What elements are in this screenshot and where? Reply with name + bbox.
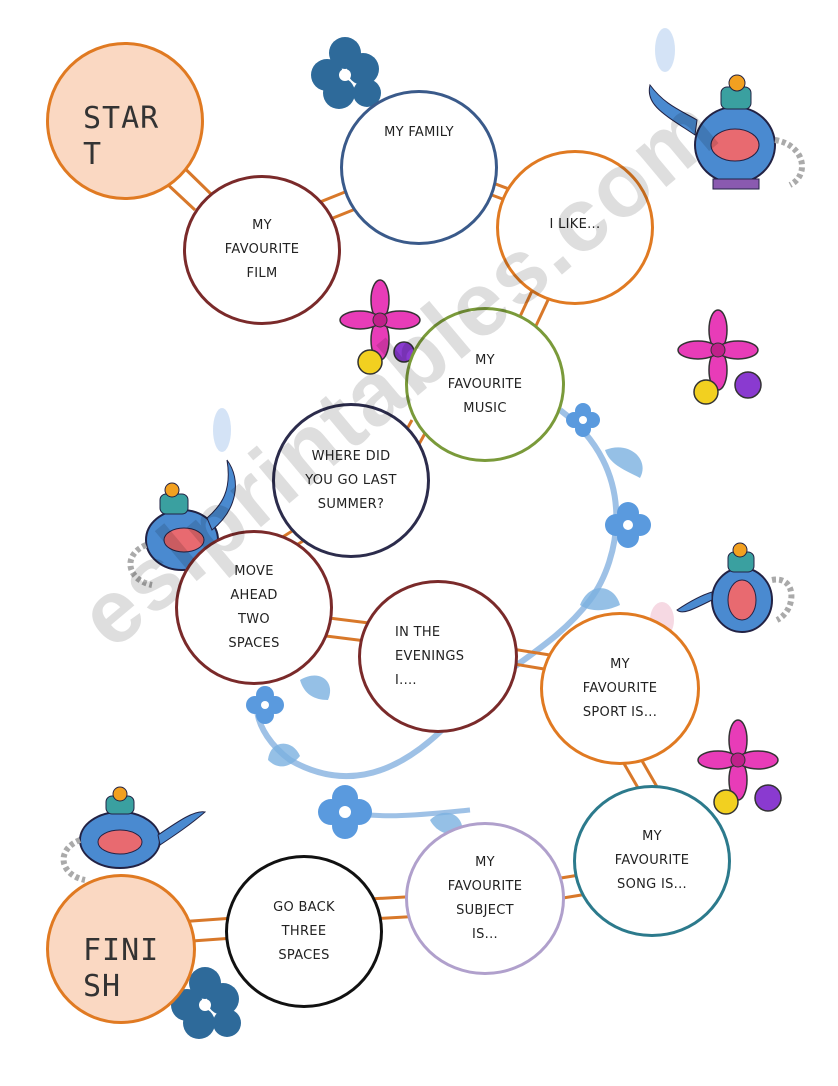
space-i-like[interactable]: I LIKE... bbox=[496, 150, 654, 305]
magic-lamp-icon bbox=[648, 28, 805, 190]
light-blue-flower-icon bbox=[246, 686, 284, 724]
space-favourite-song[interactable]: MY FAVOURITE SONG IS... bbox=[573, 785, 731, 937]
leaf bbox=[268, 743, 300, 767]
space-last-summer[interactable]: WHERE DID YOU GO LAST SUMMER? bbox=[272, 403, 430, 558]
magic-lamp-icon bbox=[60, 786, 207, 883]
light-blue-flower-icon bbox=[566, 403, 600, 437]
leaf bbox=[300, 675, 331, 700]
blue-flower-icon bbox=[171, 967, 241, 1039]
space-label: MY FAVOURITE SUBJECT IS... bbox=[447, 854, 523, 942]
pink-flower-cluster-icon bbox=[677, 309, 762, 405]
space-label: WHERE DID YOU GO LAST SUMMER? bbox=[305, 448, 397, 512]
leaf bbox=[605, 447, 643, 478]
space-label: MY FAVOURITE SPORT IS... bbox=[582, 656, 658, 720]
pink-flower-cluster-icon bbox=[697, 719, 782, 815]
light-blue-flower-icon bbox=[605, 502, 651, 548]
space-favourite-subject[interactable]: MY FAVOURITE SUBJECT IS... bbox=[405, 822, 565, 975]
space-go-back[interactable]: GO BACK THREE SPACES bbox=[225, 855, 383, 1008]
magic-lamp-icon bbox=[650, 542, 795, 638]
pink-flower-cluster-icon bbox=[339, 279, 421, 375]
space-label: MY FAVOURITE FILM bbox=[224, 218, 300, 281]
space-label: I LIKE... bbox=[549, 217, 601, 232]
start-label: START bbox=[83, 101, 160, 172]
space-label: MY FAMILY bbox=[384, 125, 454, 140]
blue-flower-icon bbox=[311, 37, 381, 109]
space-favourite-film[interactable]: MY FAVOURITE FILM bbox=[183, 175, 341, 325]
space-favourite-music[interactable]: MY FAVOURITE MUSIC bbox=[405, 307, 565, 462]
leaf bbox=[580, 588, 620, 611]
finish-space[interactable]: FINISH bbox=[46, 874, 196, 1024]
space-family[interactable]: MY FAMILY bbox=[340, 90, 498, 245]
space-label: GO BACK THREE SPACES bbox=[273, 899, 335, 963]
space-label: MY FAVOURITE SONG IS... bbox=[614, 829, 690, 892]
space-evenings[interactable]: IN THE EVENINGS I.... bbox=[358, 580, 518, 733]
space-label: IN THE EVENINGS I.... bbox=[395, 624, 465, 688]
space-favourite-sport[interactable]: MY FAVOURITE SPORT IS... bbox=[540, 612, 700, 765]
space-label: MY FAVOURITE MUSIC bbox=[447, 352, 523, 416]
start-space[interactable]: START bbox=[46, 42, 204, 200]
space-label: MOVE AHEAD TWO SPACES bbox=[228, 563, 280, 651]
space-move-ahead[interactable]: MOVE AHEAD TWO SPACES bbox=[175, 530, 333, 685]
finish-label: FINISH bbox=[83, 933, 160, 1004]
light-blue-flower-icon bbox=[318, 785, 372, 839]
